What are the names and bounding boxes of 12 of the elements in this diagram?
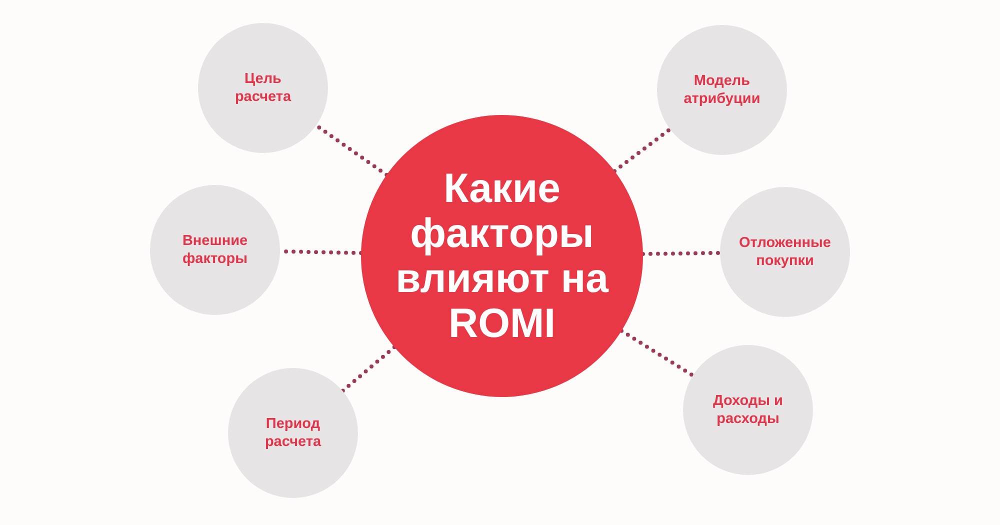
factor-label: Отложенные покупки <box>738 234 832 270</box>
factor-label: Период расчета <box>264 415 322 451</box>
factor-label: Цель расчета <box>234 70 292 106</box>
dotted-connector <box>340 345 396 393</box>
dotted-connector <box>314 123 389 177</box>
dotted-connector <box>640 250 722 256</box>
dotted-connector <box>620 328 695 378</box>
factor-label: Модель атрибуции <box>682 72 762 108</box>
central-title: Какие факторы влияют на ROMI <box>394 166 610 346</box>
factor-label: Внешние факторы <box>181 232 249 268</box>
dotted-connector <box>612 127 672 174</box>
factor-label: Доходы и расходы <box>712 392 784 428</box>
